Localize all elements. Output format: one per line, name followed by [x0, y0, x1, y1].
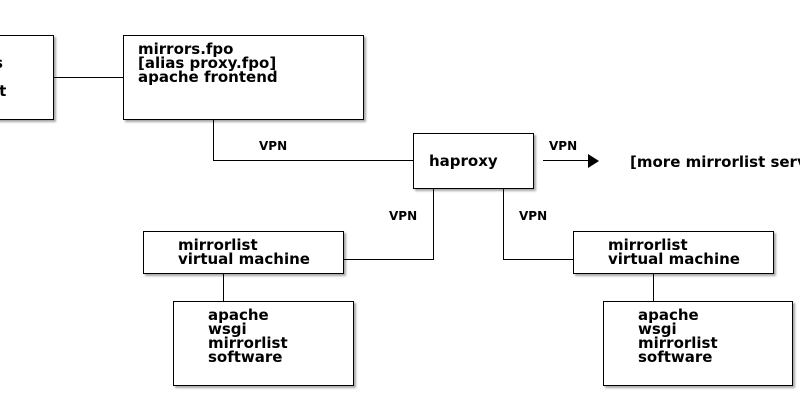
left-partial-line-2: it — [0, 82, 7, 100]
frontend-line-2: [alias proxy.fpo] — [138, 54, 277, 72]
connector-haproxy-down-left — [433, 188, 434, 260]
left-vm-line-1: mirrorlist — [178, 236, 258, 254]
vpn-label-right-vm: VPN — [519, 209, 548, 223]
connector-left-vm-to-software — [223, 273, 224, 302]
right-vm-box — [573, 231, 774, 274]
left-software-line-4: software — [208, 348, 283, 366]
vpn-label-left-vm: VPN — [389, 209, 418, 223]
connector-haproxy-to-more — [543, 160, 589, 161]
connector-frontend-to-haproxy — [213, 160, 414, 161]
left-software-line-3: mirrorlist — [208, 334, 288, 352]
right-vm-line-2: virtual machine — [608, 250, 740, 268]
left-partial-box — [0, 35, 54, 120]
right-software-box — [603, 301, 793, 386]
left-software-box — [173, 301, 354, 386]
connector-haproxy-to-right-vm — [503, 259, 574, 260]
connector-haproxy-down-right — [503, 188, 504, 260]
connector-right-vm-to-software — [653, 273, 654, 302]
frontend-box — [123, 35, 364, 120]
right-software-line-1: apache — [638, 306, 699, 324]
arrowhead-icon — [588, 154, 599, 168]
haproxy-label: haproxy — [429, 152, 498, 170]
right-vm-line-1: mirrorlist — [608, 236, 688, 254]
frontend-line-1: mirrors.fpo — [138, 40, 234, 58]
right-software-line-3: mirrorlist — [638, 334, 718, 352]
frontend-line-3: apache frontend — [138, 68, 278, 86]
connector-left-to-frontend — [53, 77, 124, 78]
right-software-line-2: wsgi — [638, 320, 677, 338]
connector-haproxy-to-left-vm — [343, 259, 434, 260]
left-software-line-2: wsgi — [208, 320, 247, 338]
vpn-label-frontend: VPN — [259, 139, 288, 153]
connector-frontend-down — [213, 119, 214, 161]
left-vm-line-2: virtual machine — [178, 250, 310, 268]
vpn-label-more: VPN — [549, 139, 578, 153]
left-vm-box — [143, 231, 344, 274]
right-software-line-4: software — [638, 348, 713, 366]
more-mirrorlist-servers-label: [more mirrorlist serv — [630, 153, 800, 171]
left-software-line-1: apache — [208, 306, 269, 324]
left-partial-line-1: s — [0, 56, 3, 71]
haproxy-box — [413, 133, 534, 189]
